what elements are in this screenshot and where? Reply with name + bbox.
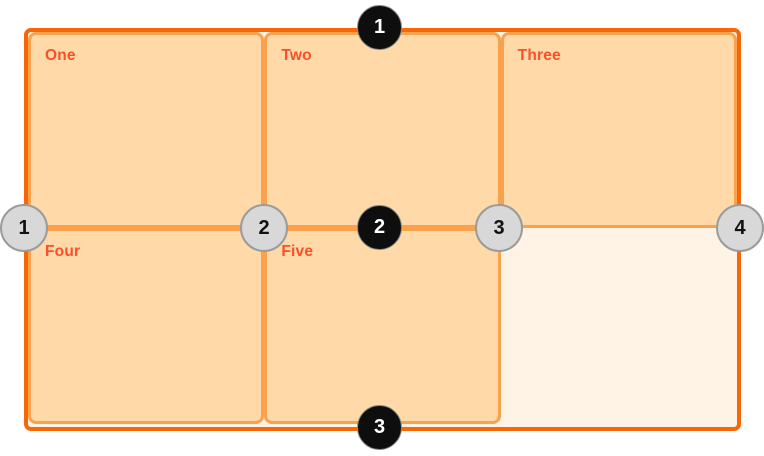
- cell-label: Five: [281, 243, 314, 260]
- cell-label: Two: [281, 47, 312, 64]
- grid-cell-one: One: [28, 32, 265, 228]
- grid-cell-three: Three: [500, 32, 737, 228]
- grid-cell-two: Two: [264, 32, 501, 228]
- cell-label: Three: [517, 47, 561, 64]
- grid: One Two Three Four Five: [28, 32, 737, 427]
- row-line-marker-2: 2: [357, 205, 402, 250]
- column-line-marker-4: 4: [716, 204, 764, 252]
- row-line-marker-1: 1: [357, 5, 402, 50]
- column-line-marker-1: 1: [0, 204, 48, 252]
- cell-label: One: [45, 47, 76, 64]
- grid-container: One Two Three Four Five: [24, 28, 741, 431]
- cell-label: Four: [45, 243, 81, 260]
- column-line-marker-3: 3: [475, 204, 523, 252]
- grid-cell-four: Four: [28, 228, 265, 424]
- column-line-marker-2: 2: [240, 204, 288, 252]
- row-line-marker-3: 3: [357, 405, 402, 450]
- grid-cell-five: Five: [264, 228, 501, 424]
- empty-grid-cell: [501, 228, 737, 424]
